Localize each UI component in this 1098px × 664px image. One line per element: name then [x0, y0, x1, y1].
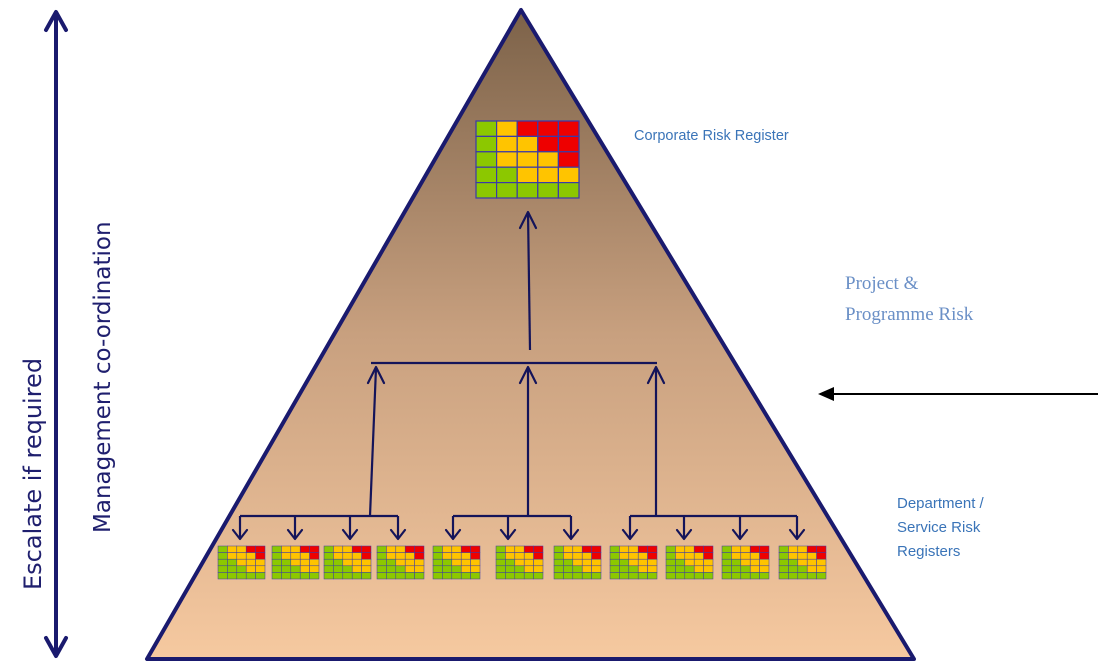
department-risk-matrix-3	[323, 545, 372, 580]
department-down-arrow-1	[231, 516, 249, 541]
department-risk-matrix-5	[432, 545, 481, 580]
department-down-arrow-6	[499, 516, 517, 541]
escalate-label: Escalate if required	[19, 358, 47, 590]
department-down-arrow-9	[675, 516, 693, 541]
escalation-arrow-to-corporate	[518, 210, 538, 351]
department-down-arrow-4	[389, 516, 407, 541]
programme-up-arrow-right	[646, 365, 666, 516]
department-risk-matrix-4	[376, 545, 425, 580]
department-label-line1: Department /	[897, 495, 985, 512]
programme-up-arrow-center	[518, 365, 538, 516]
corporate-risk-register-label: Corporate Risk Register	[634, 128, 789, 144]
project-programme-label-line2: Programme Risk	[845, 304, 974, 325]
department-down-arrow-10	[731, 516, 749, 541]
department-risk-matrix-2	[271, 545, 320, 580]
department-risk-matrix-8	[609, 545, 658, 580]
department-down-arrow-5	[444, 516, 462, 541]
department-risk-matrix-10	[721, 545, 770, 580]
department-down-arrow-11	[788, 516, 806, 541]
corporate-risk-matrix	[475, 120, 580, 199]
project-programme-label-line1: Project &	[845, 273, 919, 294]
department-down-arrow-3	[341, 516, 359, 541]
department-down-arrow-7	[562, 516, 580, 541]
corporate-risk-register-icon	[475, 120, 580, 199]
department-risk-matrix-1	[217, 545, 266, 580]
department-label-line2: Service Risk	[897, 519, 981, 536]
department-down-arrow-8	[621, 516, 639, 541]
programme-up-arrow-left	[366, 365, 386, 517]
escalation-double-arrow	[44, 10, 68, 658]
department-risk-matrix-9	[665, 545, 714, 580]
department-risk-matrix-7	[553, 545, 602, 580]
management-label: Management co-ordination	[90, 221, 116, 533]
department-risk-matrix-6	[495, 545, 544, 580]
department-down-arrow-2	[286, 516, 304, 541]
department-risk-matrix-11	[778, 545, 827, 580]
department-label-line3: Registers	[897, 543, 960, 560]
project-risk-pointer-arrow	[818, 387, 1098, 401]
